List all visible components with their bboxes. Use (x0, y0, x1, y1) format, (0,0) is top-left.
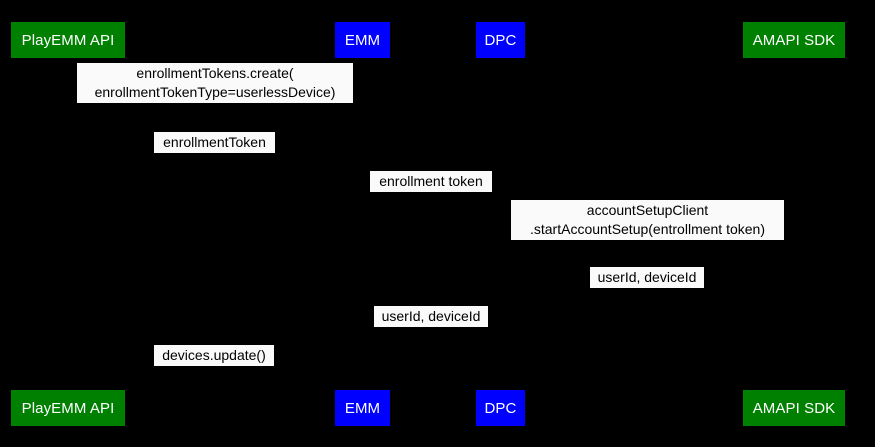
message-line-1: enrollmentTokens.create( (136, 65, 294, 81)
arrow-message-5 (500, 291, 793, 292)
arrow-message-6 (361, 330, 500, 331)
message-label-4: accountSetupClient .startAccountSetup(ent… (511, 200, 784, 240)
message-label-2: enrollmentToken (154, 132, 275, 153)
participant-amapi-sdk-bottom[interactable]: AMAPI SDK (743, 390, 845, 426)
participant-label: PlayEMM API (21, 31, 115, 49)
message-line-2: .startAccountSetup(entrollment token) (529, 221, 765, 237)
lifeline-amapi-sdk (793, 57, 794, 390)
arrow-message-4 (500, 245, 793, 246)
message-label-5: userId, deviceId (590, 267, 704, 288)
message-line-1: devices.update() (162, 347, 266, 363)
arrow-message-1 (67, 108, 361, 109)
participant-amapi-sdk-top[interactable]: AMAPI SDK (743, 22, 845, 58)
participant-label: DPC (484, 31, 517, 49)
arrow-message-3 (361, 195, 500, 196)
participant-dpc-top[interactable]: DPC (476, 22, 525, 58)
participant-label: AMAPI SDK (752, 31, 836, 49)
arrow-message-7 (67, 369, 361, 370)
message-line-1: userId, deviceId (597, 269, 697, 285)
message-line-2: enrollmentTokenType=userlessDevice) (94, 84, 336, 100)
participant-dpc-bottom[interactable]: DPC (476, 390, 525, 426)
arrow-message-2 (67, 156, 361, 157)
participant-playemm-api-bottom[interactable]: PlayEMM API (11, 390, 125, 426)
lifeline-dpc (500, 57, 501, 390)
participant-label: EMM (344, 399, 381, 417)
message-line-1: enrollmentToken (163, 134, 266, 150)
participant-playemm-api-top[interactable]: PlayEMM API (11, 22, 125, 58)
message-label-3: enrollment token (370, 171, 492, 192)
message-label-7: devices.update() (154, 345, 274, 366)
message-line-1: accountSetupClient (586, 202, 709, 218)
participant-label: EMM (344, 31, 381, 49)
lifeline-emm (361, 57, 362, 390)
participant-emm-bottom[interactable]: EMM (335, 390, 390, 426)
message-line-1: enrollment token (379, 173, 483, 189)
lifeline-playemm-api (67, 57, 68, 390)
participant-label: AMAPI SDK (752, 399, 836, 417)
message-line-1: userId, deviceId (381, 308, 481, 324)
message-label-6: userId, deviceId (374, 306, 488, 327)
message-label-1: enrollmentTokens.create( enrollmentTokenT… (77, 63, 353, 103)
participant-emm-top[interactable]: EMM (335, 22, 390, 58)
participant-label: DPC (484, 399, 517, 417)
participant-label: PlayEMM API (21, 399, 115, 417)
